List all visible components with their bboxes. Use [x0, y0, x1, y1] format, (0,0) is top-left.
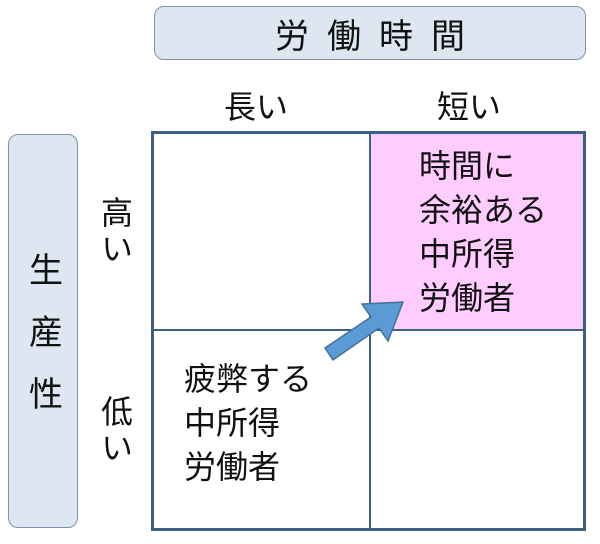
cell-low-short	[370, 330, 586, 531]
cell-low-long: 疲弊する 中所得 労働者	[151, 330, 370, 531]
row-label-low: 低い	[96, 395, 134, 467]
working-hours-title: 労働時間	[275, 16, 483, 57]
working-hours-header: 労働時間	[154, 6, 586, 60]
column-label-long: 長い	[224, 88, 289, 126]
column-label-short: 短い	[437, 88, 502, 126]
cell-high-short: 時間に 余裕ある 中所得 労働者	[370, 131, 586, 330]
productivity-title: 生産性	[22, 252, 63, 438]
cell-low-long-text: 疲弊する 中所得 労働者	[184, 360, 313, 486]
cell-high-long	[151, 131, 370, 330]
matrix-grid: 時間に 余裕ある 中所得 労働者 疲弊する 中所得 労働者	[151, 131, 586, 531]
row-label-high: 高い	[96, 196, 134, 268]
cell-high-short-text: 時間に 余裕ある 中所得 労働者	[419, 147, 548, 317]
productivity-header: 生産性	[8, 134, 78, 528]
